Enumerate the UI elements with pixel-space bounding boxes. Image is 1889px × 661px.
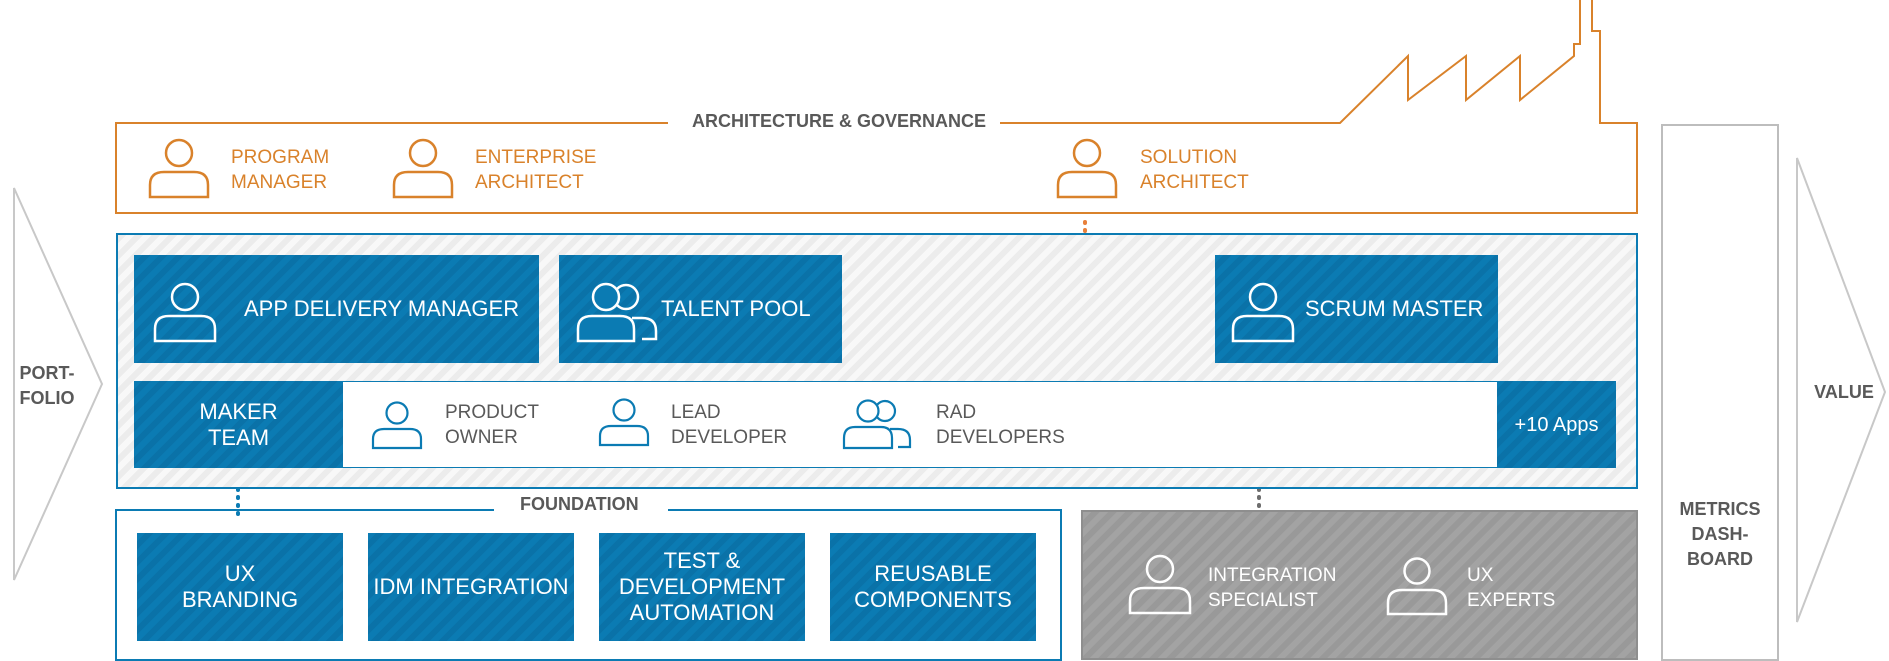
role-solution-architect-label: SOLUTION ARCHITECT [1140,147,1249,193]
maker-team-box: MAKER TEAM [134,381,343,468]
value-label: VALUE [1814,382,1874,402]
metrics-dashboard-label: METRICS DASH- BOARD [1679,499,1761,569]
ux-experts-label: UX EXPERTS [1467,565,1556,611]
scrum-master-box: SCRUM MASTER [1215,255,1498,363]
foundation-reusable-components: REUSABLE COMPONENTS [830,533,1036,641]
foundation-outline [115,509,1062,661]
value-arrow [1796,157,1887,623]
group-icon [842,399,912,450]
person-icon [1128,554,1192,615]
architecture-title: ARCHITECTURE & GOVERNANCE [680,111,999,132]
foundation-ux-branding: UX BRANDING [137,533,343,641]
architecture-factory-outline [115,0,1638,214]
person-icon [598,398,650,447]
app-delivery-manager-label: APP DELIVERY MANAGER [244,296,520,321]
role-program-manager [148,137,210,199]
talent-pool-label: TALENT POOL [661,296,811,321]
role-enterprise-architect-label: ENTERPRISE ARCHITECT [475,147,597,193]
scrum-master-label: SCRUM MASTER [1305,296,1484,321]
rad-developers-label: RAD DEVELOPERS [936,402,1065,448]
app-delivery-manager-box: APP DELIVERY MANAGER [134,255,539,363]
portfolio-label: PORT- FOLIO [19,363,75,408]
foundation-test-automation: TEST & DEVELOPMENT AUTOMATION [599,533,805,641]
group-icon [576,282,658,343]
foundation-title: FOUNDATION [508,494,651,515]
maker-team-row [134,381,1616,468]
lead-developer-label: LEAD DEVELOPER [671,402,788,448]
metrics-outline [1661,124,1779,661]
person-icon [1231,282,1295,343]
portfolio-arrow [13,187,104,581]
role-program-manager-label: PROGRAM MANAGER [231,147,330,193]
apps-count-box: +10 Apps [1497,381,1616,468]
role-solution-architect [1056,137,1118,199]
foundation-idm-integration: IDM INTEGRATION [368,533,574,641]
apps-count-label: +10 Apps [1514,413,1599,436]
product-owner-label: PRODUCT OWNER [445,402,539,448]
person-icon [153,282,217,343]
talent-pool-box: TALENT POOL [559,255,842,363]
integration-specialist-label: INTEGRATION SPECIALIST [1208,565,1337,611]
person-icon [148,138,210,199]
person-icon [1056,138,1118,199]
specialists-box [1081,510,1638,660]
person-icon [392,138,454,199]
person-icon [1386,557,1448,616]
role-enterprise-architect [392,137,454,199]
person-icon [371,401,423,450]
